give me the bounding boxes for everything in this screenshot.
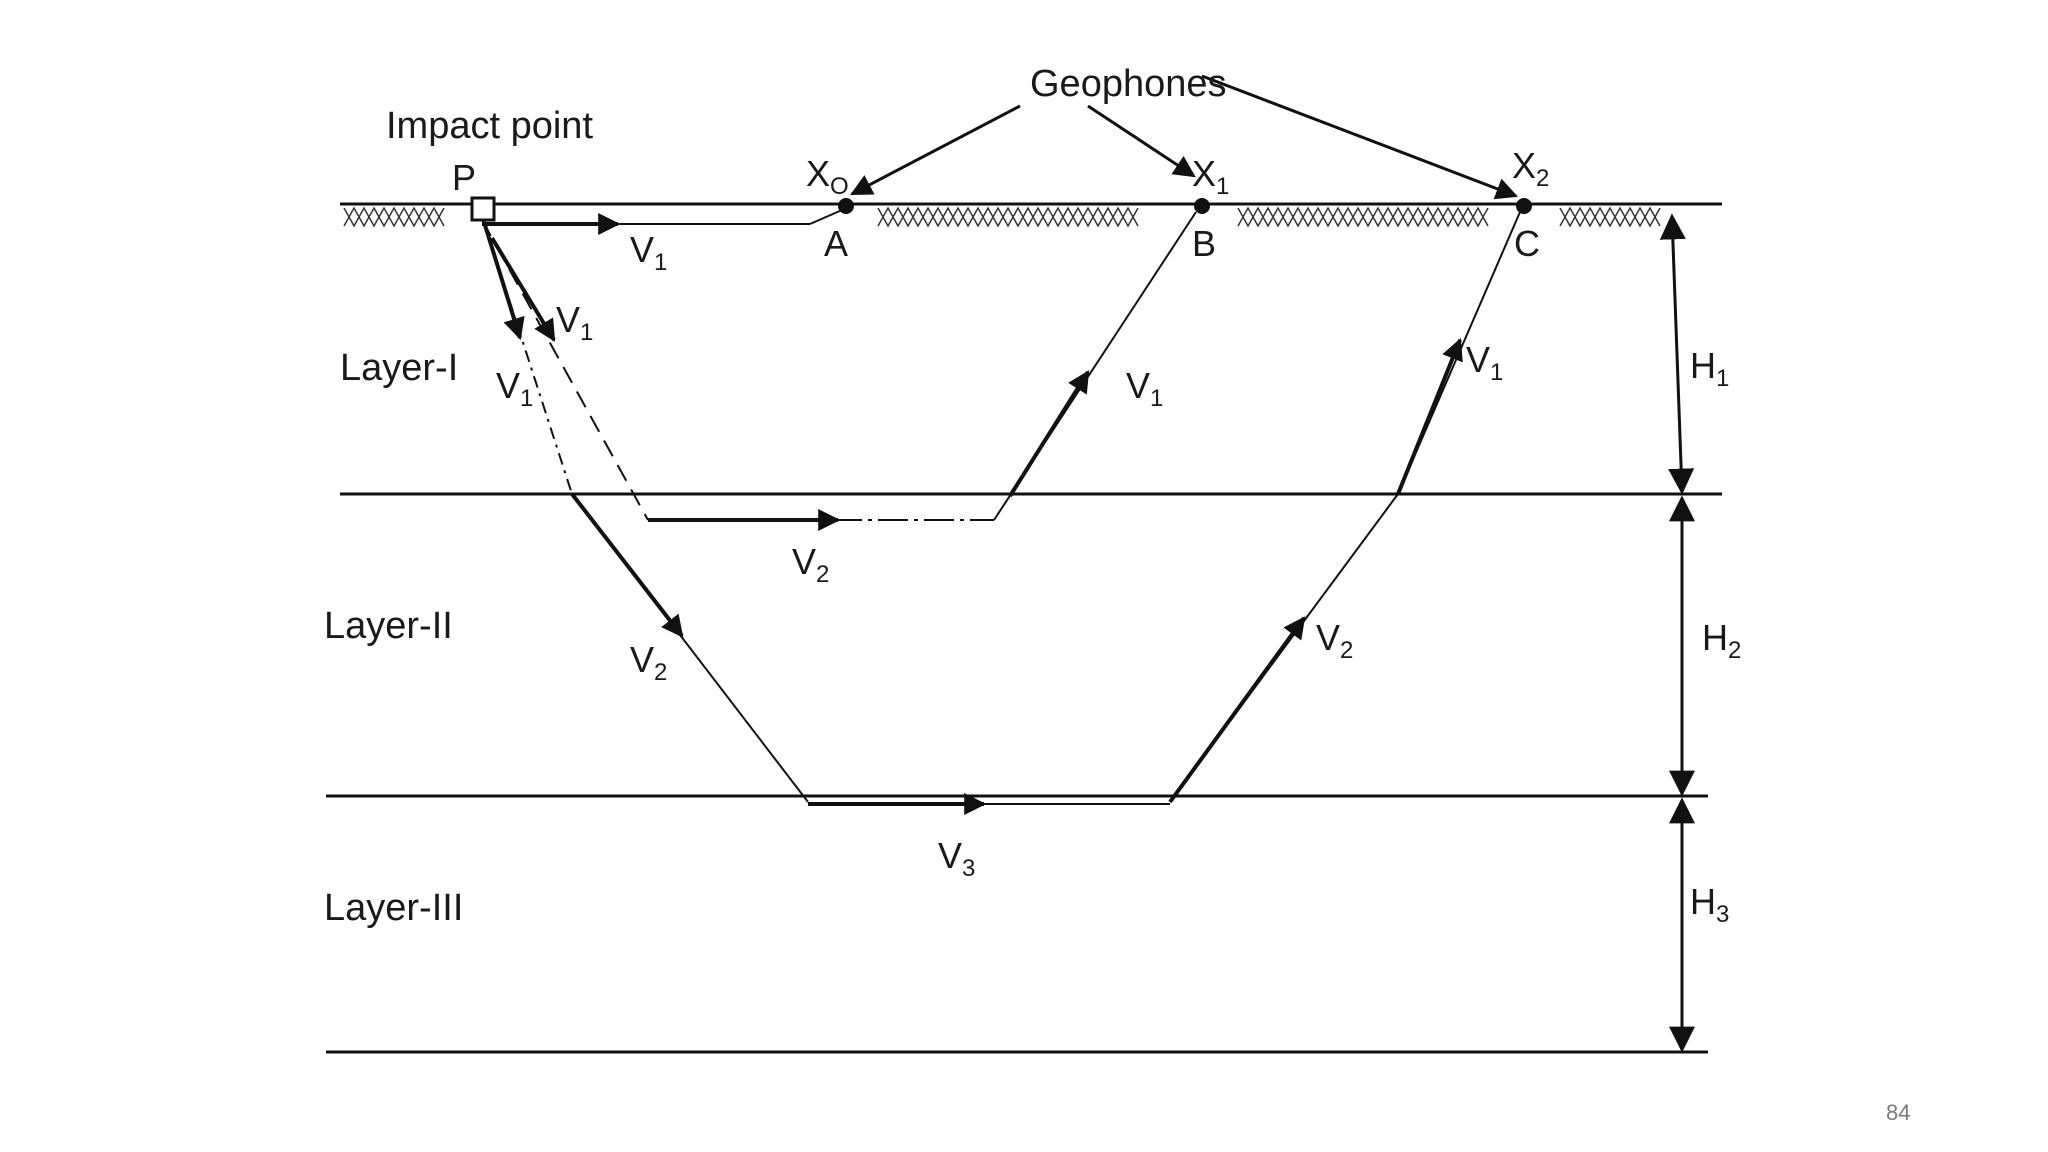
velocity-label-direct: V1 [630, 229, 667, 276]
ray-up-to-B-arrow [1008, 370, 1090, 498]
impact-point-square [470, 196, 496, 222]
thickness-h3-label: H3 [1690, 881, 1729, 928]
h1-dimension-arrow [1659, 213, 1695, 495]
ray-layer2-down-arrow [570, 492, 684, 638]
ray-layer1-up-arrow [1396, 337, 1463, 495]
ray-v1-arrow-down [482, 221, 525, 341]
impact-point-label: Impact point [386, 105, 593, 147]
geophone-b-dot [1194, 198, 1210, 214]
geophone-x2-label: X2 [1512, 145, 1549, 192]
ray-layer2-up-arrow [1168, 616, 1306, 804]
velocity-label-layer2-down: V2 [630, 639, 667, 686]
velocity-label-up-to-b: V1 [1126, 365, 1163, 412]
velocity-label-interface-1: V2 [792, 541, 829, 588]
geophone-pointer-b [1087, 104, 1196, 178]
point-c-label: C [1514, 223, 1540, 264]
geophone-pointer-a [850, 104, 1021, 196]
layer-1-label: Layer-I [340, 347, 458, 389]
velocity-label-layer2-up: V2 [1316, 617, 1353, 664]
velocity-label-near-p-right: V1 [556, 299, 593, 346]
layer-2-label: Layer-II [324, 605, 453, 647]
geophone-pointer-c [1201, 74, 1519, 200]
point-a-label: A [824, 223, 848, 264]
thickness-h1-label: H1 [1690, 345, 1729, 392]
direct-wave-end [809, 209, 843, 225]
geophones-label: Geophones [1030, 63, 1227, 105]
velocity-label-up-to-c: V1 [1466, 339, 1503, 386]
page-number: 84 [1886, 1100, 1910, 1125]
point-b-label: B [1192, 223, 1216, 264]
surface-hatching [343, 206, 1661, 228]
ray-v1-short-arrow [490, 236, 556, 342]
geophone-c-dot [1516, 198, 1532, 214]
geophone-x0-label: XO [806, 153, 849, 200]
layer-3-label: Layer-III [324, 887, 463, 929]
surface-hatch-strip [877, 206, 1139, 228]
thickness-h2-label: H2 [1702, 617, 1741, 664]
velocity-label-layer3: V3 [938, 835, 975, 882]
surface-hatch-strip [1559, 206, 1661, 228]
geophone-a-dot [838, 198, 854, 214]
point-p-label: P [452, 157, 476, 198]
surface-hatch-strip [1237, 206, 1489, 228]
geophone-x1-label: X1 [1192, 153, 1229, 200]
surface-hatch-strip [343, 206, 445, 228]
velocity-label-near-p-left: V1 [496, 365, 533, 412]
